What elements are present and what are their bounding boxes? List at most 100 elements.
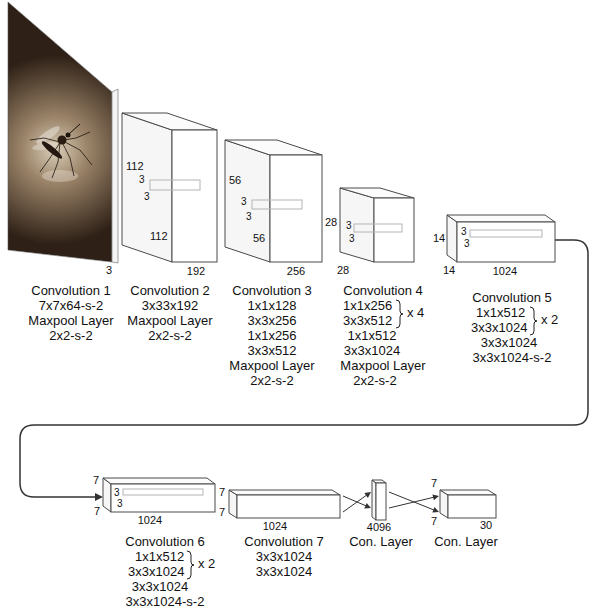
layer-spec-text: 3x3x1024-s-2: [473, 351, 552, 366]
kernel-outline: [354, 224, 402, 232]
dimension-label: 28: [337, 264, 349, 277]
layer-spec-text: Convolution 2: [130, 284, 210, 299]
input-image: [8, 2, 112, 262]
layer-spec-text: 2x2-s-2: [148, 329, 191, 344]
layer-spec-text: x 4: [407, 306, 424, 321]
cuboid-shape: [122, 113, 217, 262]
dimension-label: 4096: [367, 521, 391, 534]
cuboid-shape: [372, 480, 386, 520]
layer-spec-text: 3x3x1024: [128, 565, 184, 580]
dimension-label: 3: [241, 196, 247, 208]
cuboid-shape: [225, 140, 322, 262]
dimension-label: 3: [461, 226, 467, 238]
layer-spec-text: 3x3x1024: [256, 550, 312, 565]
arrowhead: [95, 493, 103, 501]
layer-spec-text: 2x2-s-2: [49, 329, 92, 344]
arrowhead: [364, 492, 371, 498]
layer-spec-text: Maxpool Layer: [229, 359, 314, 374]
layer-spec-text: 1x1x128: [247, 299, 296, 314]
cuboid-top-face: [340, 188, 414, 198]
kernel-outline: [470, 230, 542, 237]
cuboid-side-face: [122, 113, 172, 262]
connector-line: [389, 497, 434, 508]
layer-cuboid: Convolution 73x3x10243x3x1024771024: [229, 490, 340, 518]
dimension-label: 3: [117, 498, 123, 510]
repeat-brackets: [187, 300, 537, 579]
dimension-label: 3: [106, 264, 112, 277]
curly-bracket: [396, 300, 403, 328]
image-ground: [8, 2, 112, 262]
dimension-label: 56: [253, 232, 265, 245]
layer-spec-text: 1x1x512: [476, 306, 525, 321]
arrowhead: [432, 507, 439, 513]
cuboid-front-face: [237, 495, 340, 518]
layer-spec-text: 3x3x512: [343, 314, 392, 329]
cuboid-shape: [229, 490, 340, 518]
layer-spec-text: 3x3x1024-s-2: [126, 595, 205, 610]
dimension-label: 7: [94, 505, 100, 518]
kernel-outline: [150, 180, 200, 190]
cuboid-top-face: [440, 490, 496, 495]
dimension-label: 192: [187, 265, 205, 278]
layer-cuboid: Convolution 61x1x5123x3x1024x 23x3x10243…: [103, 478, 215, 512]
cuboid-front-face: [111, 484, 215, 512]
layer-spec-text: x 2: [541, 313, 558, 328]
cuboid-front-face: [374, 198, 414, 262]
layer-spec-text: 3x3x1024: [471, 321, 527, 336]
layer-spec-text: 3x3x1024: [344, 344, 400, 359]
cuboid-top-face: [122, 113, 217, 130]
cuboid-front-face: [172, 130, 217, 262]
dimension-label: 7: [431, 477, 437, 490]
dimension-label: 1024: [138, 514, 162, 527]
connector-line: [20, 240, 588, 497]
dimension-label: 7: [219, 486, 225, 499]
connector-line: [389, 492, 434, 510]
dimension-label: 3: [144, 191, 150, 203]
layer-spec-text: 1x1x256: [343, 299, 392, 314]
connector-arrow: [20, 240, 588, 501]
layer-spec-text: 3x3x512: [247, 344, 296, 359]
mosquito-legs: [30, 132, 92, 178]
dimension-label: 28: [325, 216, 337, 229]
cuboid-side-face: [447, 215, 457, 262]
layer-cuboid: Convolution 23x33x192Maxpool Layer2x2-s-…: [122, 113, 217, 262]
curly-bracket: [187, 551, 194, 579]
image-highlight: [42, 170, 78, 182]
dimension-label: 112: [126, 160, 144, 173]
curly-bracket: [530, 307, 537, 335]
layer-spec-text: Maxpool Layer: [127, 314, 212, 329]
image-depth-side: [112, 89, 118, 263]
kernel-outline: [252, 200, 302, 209]
layer-spec-text: 7x7x64-s-2: [39, 299, 103, 314]
layer-spec-text: Convolution 5: [472, 291, 552, 306]
arrowhead: [432, 494, 439, 500]
dimension-label: 3: [114, 487, 120, 499]
layer-spec-text: Con. Layer: [434, 535, 498, 550]
dimension-label: 14: [443, 264, 455, 277]
dimension-label: 7: [431, 515, 437, 528]
layer-spec-text: 1x1x256: [247, 329, 296, 344]
cuboid-front-face: [457, 222, 555, 262]
mosquito-proboscis: [69, 124, 80, 134]
cuboid-front-face: [376, 483, 386, 520]
layer-spec-text: 2x2-s-2: [250, 374, 293, 389]
cuboid-top-face: [229, 490, 340, 495]
layer-spec-text: Convolution 1: [31, 284, 111, 299]
dimension-label: 7: [93, 474, 99, 487]
connector-arrow: [389, 492, 439, 513]
arrowhead: [364, 503, 371, 509]
layer-cuboid: Convolution 31x1x1283x3x2561x1x2563x3x51…: [225, 140, 322, 262]
dimension-label: 3: [139, 174, 145, 186]
dimension-label: 1024: [493, 265, 517, 278]
layer-cuboid: Convolution 51x1x5123x3x1024x 23x3x10243…: [447, 215, 555, 262]
dimension-label: 3: [246, 211, 252, 223]
layer-spec-text: x 2: [198, 557, 215, 572]
layer-spec-text: 3x3x1024: [481, 336, 537, 351]
layer-spec-text: 3x3x1024: [256, 565, 312, 580]
connector-line: [343, 495, 367, 512]
layer-spec-text: 3x3x1024: [132, 580, 188, 595]
layer-spec-text: Maxpool Layer: [28, 314, 113, 329]
layer-spec-text: 3x3x256: [247, 314, 296, 329]
dimension-label: 1024: [263, 520, 287, 533]
